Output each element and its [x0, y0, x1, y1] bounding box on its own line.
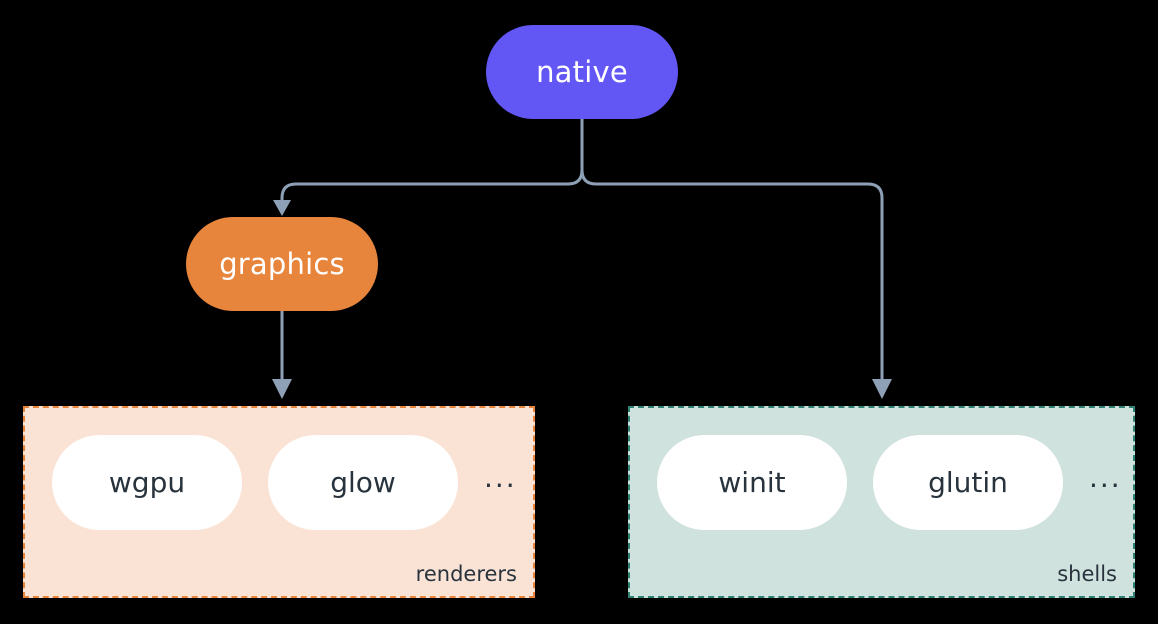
shells-item-row: winit glutin ... — [657, 435, 1122, 530]
pill-glow[interactable]: glow — [268, 435, 458, 530]
edge-native-to-graphics — [280, 169, 584, 205]
pill-wgpu[interactable]: wgpu — [52, 435, 242, 530]
group-shells: winit glutin ... shells — [628, 406, 1135, 598]
pill-winit-label: winit — [718, 466, 786, 499]
node-native-label: native — [536, 55, 628, 89]
shells-overflow-ellipsis: ... — [1089, 460, 1122, 494]
renderers-item-row: wgpu glow ... — [52, 435, 517, 530]
pill-winit[interactable]: winit — [657, 435, 847, 530]
node-graphics-label: graphics — [219, 247, 345, 281]
node-native[interactable]: native — [486, 25, 678, 119]
arrowhead-graphics — [273, 200, 291, 216]
renderers-overflow-ellipsis: ... — [484, 460, 517, 494]
pill-wgpu-label: wgpu — [108, 466, 186, 499]
pill-glow-label: glow — [330, 466, 396, 499]
group-renderers: wgpu glow ... renderers — [23, 406, 535, 598]
group-shells-label: shells — [1057, 562, 1117, 586]
node-graphics[interactable]: graphics — [186, 217, 378, 311]
edge-native-to-shells — [580, 169, 884, 383]
arrowhead-renderers — [272, 379, 292, 399]
pill-glutin-label: glutin — [928, 466, 1008, 499]
pill-glutin[interactable]: glutin — [873, 435, 1063, 530]
group-renderers-label: renderers — [415, 562, 517, 586]
arrowhead-shells — [872, 379, 892, 399]
